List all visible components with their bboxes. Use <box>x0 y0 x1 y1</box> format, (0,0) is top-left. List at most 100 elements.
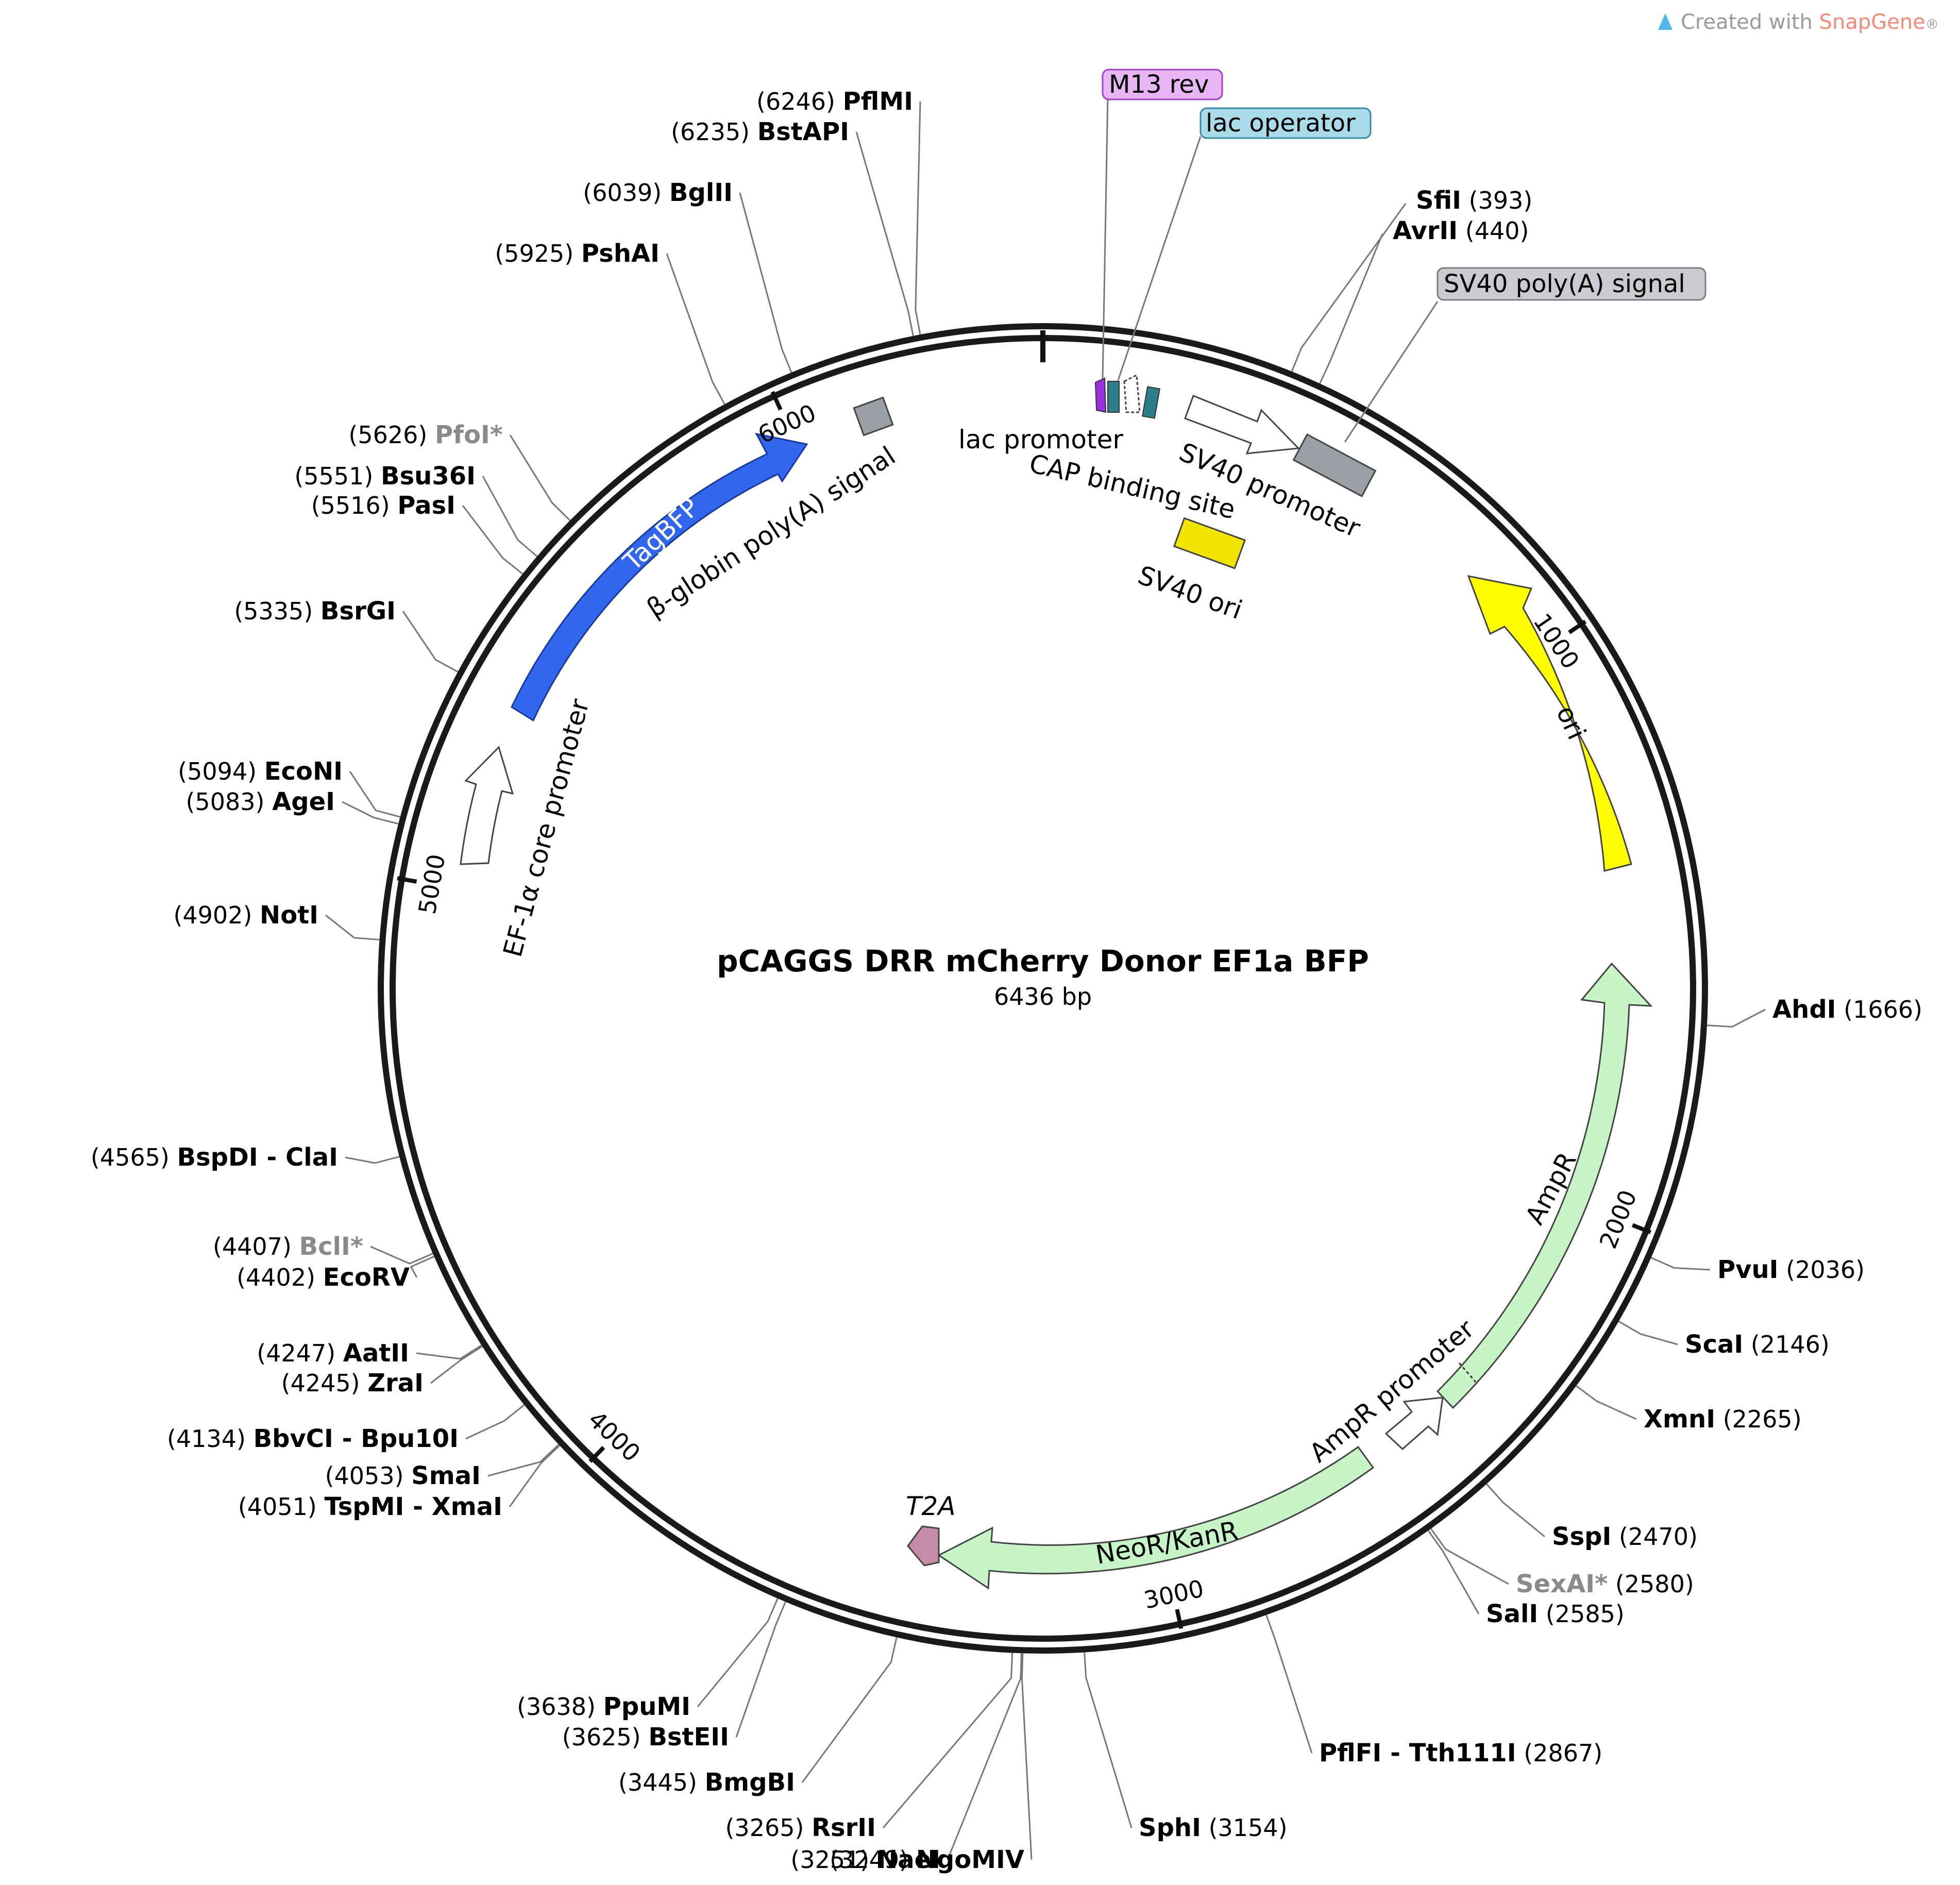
site-leader-line <box>462 505 523 575</box>
site-position: (5083) <box>185 788 264 816</box>
site-position: (393) <box>1469 187 1533 214</box>
site-label-sphi: SphI (3154) <box>1139 1813 1288 1842</box>
site-gap <box>335 1339 343 1367</box>
cap-binding-site-marker <box>1141 386 1161 419</box>
site-name: PflMI <box>843 87 913 116</box>
site-name: AatII <box>343 1339 409 1368</box>
site-name: BglII <box>669 178 733 207</box>
site-gap <box>596 1693 603 1721</box>
sv40-polya-leader <box>1344 301 1439 443</box>
site-gap <box>573 240 581 267</box>
site-label-zrai: (4245) ZraI <box>281 1369 424 1398</box>
site-position: (3445) <box>618 1769 697 1796</box>
site-gap <box>360 1369 368 1397</box>
site-leader-line <box>402 611 459 672</box>
site-name: BspDI - ClaI <box>177 1143 339 1172</box>
m13-rev-box <box>1102 69 1223 100</box>
site-label-ppumi: (3638) PpuMI <box>517 1692 690 1721</box>
site-leader-line <box>1706 1008 1766 1028</box>
site-label-sexai: SexAI* (2580) <box>1516 1570 1694 1598</box>
site-name: SexAI* <box>1516 1570 1608 1598</box>
site-label-rsrii: (3265) RsrII <box>725 1813 876 1842</box>
site-label-aatii: (4247) AatII <box>257 1339 409 1368</box>
site-gap <box>252 901 260 929</box>
tick-label: 3000 <box>1141 1574 1206 1614</box>
site-position: (4247) <box>257 1339 335 1367</box>
sv40-polya-box-label-bg <box>1437 267 1706 301</box>
site-label-agei: (5083) AgeI <box>185 787 335 816</box>
site-leader-line <box>1618 1320 1678 1345</box>
sv40-polya-label: SV40 poly(A) signal <box>1444 270 1685 298</box>
site-leader-line <box>1319 233 1383 384</box>
site-position: (6235) <box>671 118 750 146</box>
site-label-bcli: (4407) BclI* <box>213 1232 363 1261</box>
site-position: (5094) <box>178 758 257 785</box>
site-leader-line <box>325 914 380 941</box>
feature-ori-arrow <box>1467 575 1632 872</box>
site-gap <box>373 462 381 490</box>
site-position: (4245) <box>281 1369 360 1397</box>
site-gap <box>804 1814 812 1842</box>
site-gap <box>390 492 398 519</box>
feature-neor-kanr-arrow <box>937 1445 1375 1590</box>
site-name: AvrII <box>1393 216 1458 245</box>
site-position: (4134) <box>167 1425 246 1453</box>
site-name: BclI* <box>299 1232 363 1261</box>
site-position: (5516) <box>311 492 390 519</box>
tick-mark <box>1568 619 1587 634</box>
snapgene-header: Created with SnapGene® <box>1658 10 1939 34</box>
site-label-naei: (3251) NaeI <box>790 1845 940 1874</box>
site-name: Bsu36I <box>381 462 476 491</box>
site-gap <box>317 1493 325 1521</box>
site-name: NaeI <box>877 1845 940 1874</box>
site-leader-line <box>855 131 914 336</box>
svg-text:Created with SnapGene®: Created with SnapGene® <box>1681 10 1939 34</box>
site-label-ngomiv: (3249) NgoMIV <box>830 1845 1024 1874</box>
site-leader-line <box>947 1653 1022 1860</box>
ampr-promoter-junction <box>1458 1362 1477 1383</box>
tick-label: 5000 <box>413 852 451 916</box>
site-gap <box>1611 1523 1619 1551</box>
site-position: (4051) <box>238 1493 317 1521</box>
site-leader-line <box>666 253 725 405</box>
site-leader-line <box>1084 1652 1133 1828</box>
site-position: (2585) <box>1546 1600 1625 1628</box>
site-position: (2580) <box>1615 1570 1694 1598</box>
site-label-bglii: (6039) BglII <box>583 178 733 207</box>
site-leader-line <box>882 1653 1013 1828</box>
site-name: ScaI <box>1685 1330 1743 1359</box>
tick-mark <box>1175 1609 1184 1629</box>
site-name: SmaI <box>411 1461 481 1490</box>
site-gap <box>869 1846 877 1874</box>
site-name: BstAPI <box>757 117 849 146</box>
site-label-sfii: SfiI (393) <box>1416 186 1532 215</box>
site-label-sspi: SspI (2470) <box>1552 1522 1698 1551</box>
site-leader-line <box>739 192 792 373</box>
feature-sv40-ori-label: SV40 ori <box>1134 560 1246 625</box>
site-label-pvui: PvuI (2036) <box>1717 1255 1865 1284</box>
site-label-bsrgi: (5335) BsrGI <box>234 597 396 626</box>
site-gap <box>313 597 320 625</box>
site-leader-line <box>465 1404 525 1440</box>
site-position: (440) <box>1465 217 1529 245</box>
site-leader-line <box>410 1256 435 1278</box>
site-name: RsrII <box>812 1813 876 1842</box>
tick-mark <box>588 1446 605 1463</box>
lac-operator-box <box>1199 107 1372 139</box>
feature-ampr-arrow <box>1436 962 1653 1409</box>
site-gap <box>170 1143 177 1171</box>
site-gap <box>641 1723 649 1751</box>
site-name: PshAI <box>581 239 660 268</box>
site-name: SfiI <box>1416 186 1461 215</box>
m13-rev-label: M13 rev <box>1109 70 1209 99</box>
feature-t2a-label: T2A <box>906 1491 956 1521</box>
site-label-pasi: (5516) PasI <box>311 491 455 520</box>
site-position: (4402) <box>236 1264 315 1291</box>
site-name: BbvCI - Bpu10I <box>254 1424 459 1453</box>
site-label-noti: (4902) NotI <box>173 901 318 930</box>
registered-mark: ® <box>1925 17 1939 32</box>
tick-mark <box>397 876 417 884</box>
site-leader-line <box>697 1598 779 1707</box>
site-leader-line <box>1265 1614 1313 1754</box>
site-position: (4902) <box>173 901 252 929</box>
